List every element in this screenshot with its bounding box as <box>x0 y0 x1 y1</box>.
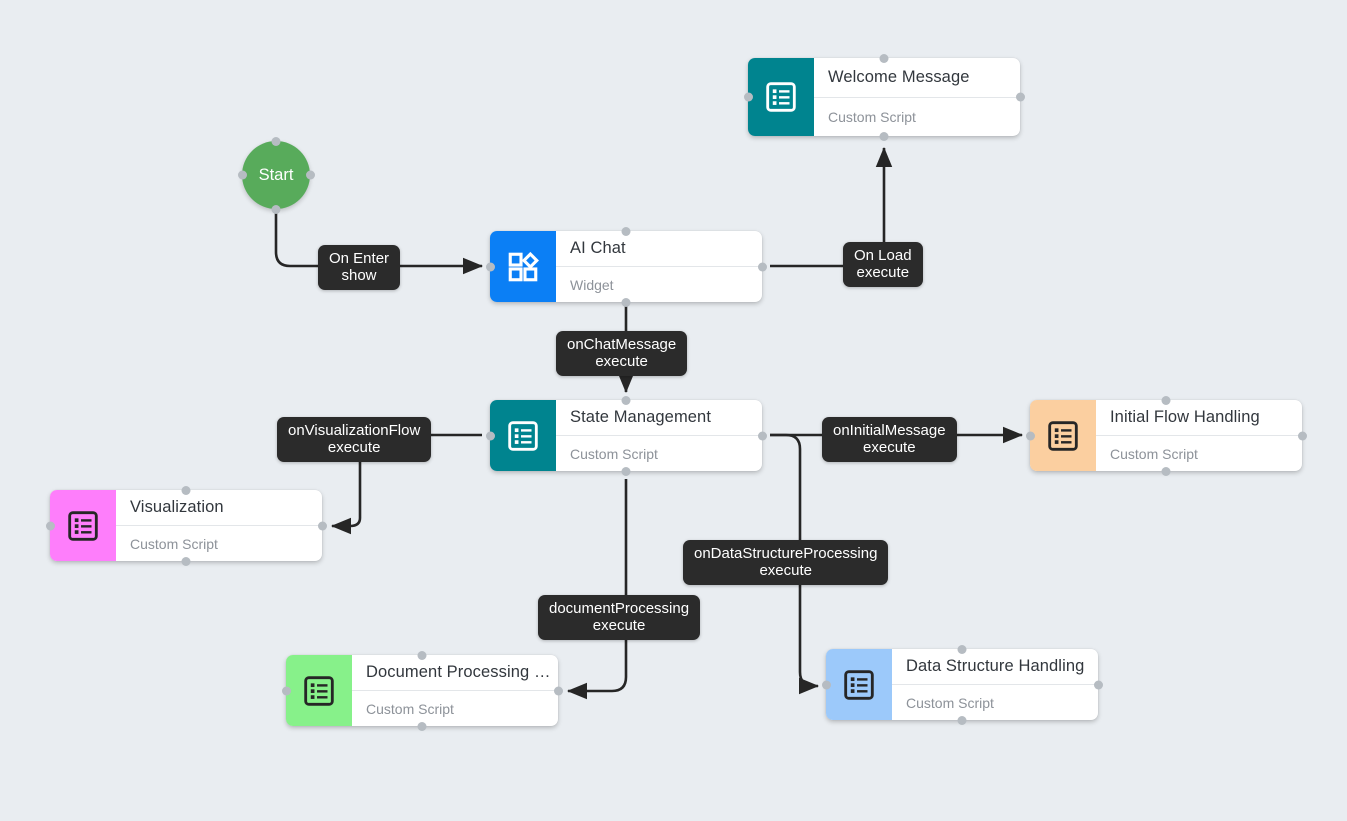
edge-label-line1: onVisualizationFlow <box>288 422 421 439</box>
node-port-top[interactable] <box>417 650 427 660</box>
node-icon-document-processing <box>286 655 352 726</box>
node-subtitle-data-structure-handling: Custom Script <box>892 684 1098 720</box>
widget-grid-icon <box>508 251 539 281</box>
list-script-icon <box>844 669 874 700</box>
edge-label-on-chat-message[interactable]: onChatMessage execute <box>556 331 688 376</box>
list-script-icon <box>1048 420 1078 451</box>
node-body-initial-flow-handling: Initial Flow Handling Custom Script <box>1096 400 1302 471</box>
node-port-right[interactable] <box>553 686 563 695</box>
node-body-state-management: State Management Custom Script <box>556 400 762 471</box>
node-data-structure-handling[interactable]: Data Structure Handling Custom Script <box>821 644 1103 725</box>
node-initial-flow-handling[interactable]: Initial Flow Handling Custom Script <box>1025 395 1307 476</box>
node-icon-visualization <box>50 490 116 561</box>
node-port-right[interactable] <box>317 521 327 530</box>
node-icon-ai-chat <box>490 231 556 302</box>
node-icon-initial-flow-handling <box>1030 400 1096 471</box>
node-title-state-management: State Management <box>570 408 712 426</box>
node-port-left[interactable] <box>281 686 291 695</box>
node-icon-state-management <box>490 400 556 471</box>
edge-label-on-initial-message[interactable]: onInitialMessage execute <box>822 417 957 462</box>
node-title-visualization: Visualization <box>130 498 224 516</box>
node-state-management[interactable]: State Management Custom Script <box>485 395 767 476</box>
edge-label-on-load[interactable]: On Load execute <box>843 242 923 287</box>
node-port-left[interactable] <box>485 262 495 271</box>
node-title-initial-flow-handling: Initial Flow Handling <box>1110 408 1260 426</box>
node-port-bottom[interactable] <box>621 466 631 476</box>
list-script-icon <box>68 510 98 541</box>
edge-label-line2: show <box>341 267 377 284</box>
node-body-document-processing: Document Processing … Custom Script <box>352 655 558 726</box>
edge-label-line2: execute <box>327 439 381 456</box>
node-port-top[interactable] <box>621 226 631 236</box>
node-port-bottom[interactable] <box>621 297 631 307</box>
node-subtitle-initial-flow-handling: Custom Script <box>1096 435 1302 471</box>
node-port-left[interactable] <box>45 521 55 530</box>
edge-label-line2: execute <box>592 617 646 634</box>
node-port-top[interactable] <box>1161 395 1171 405</box>
edge-label-on-visualization-flow[interactable]: onVisualizationFlow execute <box>277 417 432 462</box>
edge-label-line1: onChatMessage <box>567 336 677 353</box>
node-body-welcome-message: Welcome Message Custom Script <box>814 58 1020 136</box>
node-port-right[interactable] <box>757 431 767 440</box>
node-body-data-structure-handling: Data Structure Handling Custom Script <box>892 649 1098 720</box>
node-port-left[interactable] <box>821 680 831 689</box>
node-port-top[interactable] <box>181 485 191 495</box>
start-node[interactable]: Start <box>237 136 315 214</box>
node-subtitle-ai-chat: Widget <box>556 266 762 302</box>
node-title-document-processing: Document Processing … <box>366 663 551 681</box>
edge-label-line2: execute <box>759 562 812 579</box>
start-port-left[interactable] <box>237 170 247 180</box>
edge-state-management-to-document-processing <box>566 479 628 700</box>
edge-label-document-processing[interactable]: documentProcessing execute <box>538 595 701 640</box>
node-body-ai-chat: AI Chat Widget <box>556 231 762 302</box>
node-port-left[interactable] <box>743 92 753 102</box>
node-title-welcome-message: Welcome Message <box>828 67 970 86</box>
edge-label-line1: On Load <box>854 247 912 264</box>
start-port-top[interactable] <box>271 136 281 146</box>
node-visualization[interactable]: Visualization Custom Script <box>45 485 327 566</box>
edge-label-line1: documentProcessing <box>549 600 690 617</box>
node-icon-data-structure-handling <box>826 649 892 720</box>
node-subtitle-state-management: Custom Script <box>556 435 762 471</box>
edge-label-on-data-structure-processing[interactable]: onDataStructureProcessing execute <box>683 540 889 585</box>
node-port-bottom[interactable] <box>879 131 889 141</box>
node-body-visualization: Visualization Custom Script <box>116 490 322 561</box>
edge-label-line1: On Enter <box>329 250 390 267</box>
node-subtitle-visualization: Custom Script <box>116 525 322 561</box>
start-port-right[interactable] <box>305 170 315 180</box>
node-port-bottom[interactable] <box>181 556 191 566</box>
edge-label-line1: onDataStructureProcessing <box>694 545 878 562</box>
node-port-left[interactable] <box>485 431 495 440</box>
node-port-right[interactable] <box>1297 431 1307 440</box>
node-welcome-message[interactable]: Welcome Message Custom Script <box>743 53 1025 141</box>
node-port-right[interactable] <box>757 262 767 271</box>
node-port-left[interactable] <box>1025 431 1035 440</box>
node-title-ai-chat: AI Chat <box>570 239 626 257</box>
edge-label-line1: onInitialMessage <box>833 422 946 439</box>
start-node-label: Start <box>258 165 294 184</box>
node-port-right[interactable] <box>1093 680 1103 689</box>
edge-label-on-enter[interactable]: On Enter show <box>318 245 401 290</box>
list-script-icon <box>766 82 796 112</box>
list-script-icon <box>508 420 538 451</box>
node-port-top[interactable] <box>621 395 631 405</box>
edge-label-line2: execute <box>595 353 648 370</box>
node-port-top[interactable] <box>879 53 889 63</box>
node-icon-welcome-message <box>748 58 814 136</box>
node-document-processing[interactable]: Document Processing … Custom Script <box>281 650 563 731</box>
node-subtitle-welcome-message: Custom Script <box>814 96 1020 137</box>
node-port-right[interactable] <box>1015 92 1025 102</box>
node-port-top[interactable] <box>957 644 967 654</box>
node-port-bottom[interactable] <box>417 721 427 731</box>
node-subtitle-document-processing: Custom Script <box>352 690 558 726</box>
node-title-data-structure-handling: Data Structure Handling <box>906 657 1085 675</box>
edge-label-line2: execute <box>856 264 910 281</box>
start-port-bottom[interactable] <box>271 204 281 214</box>
node-port-bottom[interactable] <box>957 715 967 725</box>
node-port-bottom[interactable] <box>1161 466 1171 476</box>
edge-label-line2: execute <box>863 439 916 456</box>
node-ai-chat[interactable]: AI Chat Widget <box>485 226 767 307</box>
list-script-icon <box>304 675 334 706</box>
